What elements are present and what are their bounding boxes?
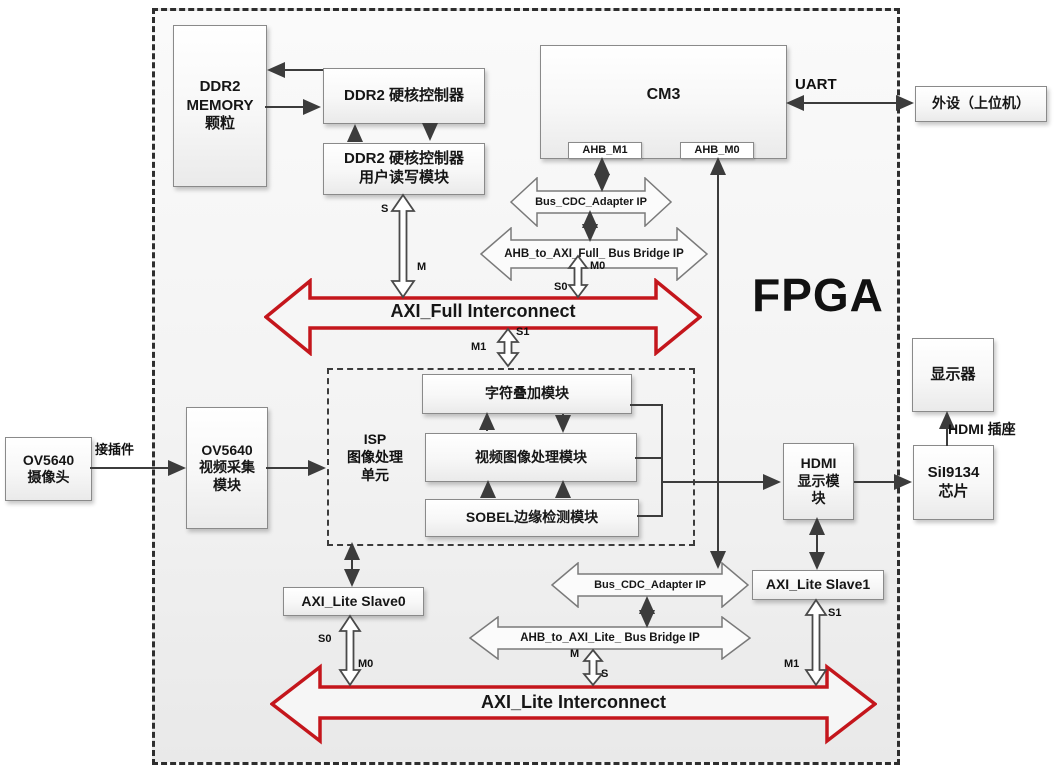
cm3-port-ahb-m1-label: AHB_M1 [582,143,628,156]
block-peripheral-host-label: 外设（上位机） [932,95,1030,112]
hdmi-socket-label: HDMI 插座 [948,421,1016,437]
block-axi-lite-slave0: AXI_Lite Slave0 [283,587,424,616]
block-sobel-edge: SOBEL边缘检测模块 [425,499,639,537]
block-ddr2-user-rw-line1: DDR2 硬核控制器 [343,150,464,168]
block-axi-lite-slave1: AXI_Lite Slave1 [752,570,884,600]
port-label-lite-m0: M0 [358,658,374,670]
port-label-full-s0: S0 [554,281,568,293]
shape-bus-cdc-adapter-bottom-label: Bus_CDC_Adapter IP [594,579,706,591]
block-axi-lite-slave1-label: AXI_Lite Slave1 [765,576,871,593]
axi-lite-interconnect-label: AXI_Lite Interconnect [480,691,667,712]
port-label-lite-s0: S0 [318,633,332,645]
port-label-full-s1: S1 [516,326,530,338]
double-arrow-outline [480,227,708,281]
block-ov5640-capture: OV5640 视频采集 模块 [186,407,268,529]
axi-lite-interconnect-arrow: AXI_Lite Interconnect [270,663,877,745]
red-double-arrow [270,663,877,745]
block-ddr2-controller-label: DDR2 硬核控制器 [343,86,464,104]
port-label-full-m0: M0 [590,260,606,272]
connector-label: 接插件 [95,442,135,457]
block-video-processing-label: 视频图像处理模块 [475,448,587,465]
block-sil9134-chip: SiI9134 芯片 [913,445,994,520]
block-sil9134-line2: 芯片 [938,482,969,500]
double-arrow-outline [551,562,749,608]
block-hdmi-display-line2: 显示模 [797,472,840,489]
block-ov5640-camera-line2: 摄像头 [27,469,70,485]
block-char-overlay: 字符叠加模块 [422,374,632,414]
port-label-full-s: S [381,203,389,215]
block-ddr2-memory-line1: DDR2 [199,77,241,95]
block-hdmi-display-line1: HDMI [800,455,837,472]
port-label-lite-m: M [570,648,580,660]
block-video-processing: 视频图像处理模块 [425,433,637,482]
isp-unit-line3: 单元 [361,467,389,484]
cm3-port-ahb-m1: AHB_M1 [568,142,642,159]
block-ddr2-memory: DDR2 MEMORY 颗粒 [173,25,267,187]
isp-unit-line2: 图像处理 [347,449,403,466]
block-ddr2-user-rw-line2: 用户读写模块 [358,169,449,186]
port-label-lite-s: S [601,668,609,680]
block-ov5640-capture-line3: 模块 [213,476,241,493]
shape-bus-cdc-adapter-top-label: Bus_CDC_Adapter IP [535,196,647,208]
shape-ahb-to-axi-lite-bridge-label: AHB_to_AXI_Lite_ Bus Bridge IP [520,632,700,644]
shape-bus-cdc-adapter-bottom: Bus_CDC_Adapter IP [551,562,749,608]
cm3-port-ahb-m0: AHB_M0 [680,142,754,159]
block-ov5640-camera-line1: OV5640 [22,451,75,468]
isp-unit-line1: ISP [363,431,387,447]
port-label-full-m: M [417,261,427,273]
block-ov5640-capture-line1: OV5640 [201,441,253,458]
block-monitor: 显示器 [912,338,994,412]
block-cm3: CM3 AHB_M1 AHB_M0 [540,45,787,159]
block-monitor-label: 显示器 [930,365,976,383]
block-ddr2-memory-line3: 颗粒 [204,115,235,133]
shape-ahb-to-axi-full-bridge-label: AHB_to_AXI_Full_ Bus Bridge IP [504,248,684,260]
block-peripheral-host: 外设（上位机） [915,86,1047,122]
double-arrow-outline [510,177,672,227]
port-label-lite-s1: S1 [828,607,842,619]
uart-label: UART [795,76,837,93]
port-label-lite-m1: M1 [784,658,800,670]
axi-full-interconnect-arrow: AXI_Full Interconnect [264,278,702,356]
block-ddr2-memory-line2: MEMORY [186,96,254,114]
isp-unit-label: ISP 图像处理 单元 [338,430,412,485]
block-ddr2-controller: DDR2 硬核控制器 [323,68,485,124]
block-sil9134-line1: SiI9134 [927,463,980,481]
fpga-title: FPGA [752,269,884,321]
isp-dashed-boundary [327,368,695,546]
block-cm3-label: CM3 [646,86,681,103]
block-axi-lite-slave0-label: AXI_Lite Slave0 [301,592,406,609]
cm3-port-ahb-m0-label: AHB_M0 [694,143,740,156]
block-sobel-edge-label: SOBEL边缘检测模块 [465,509,599,526]
block-ov5640-capture-line2: 视频采集 [199,459,255,476]
block-ov5640-camera: OV5640 摄像头 [5,437,92,501]
shape-bus-cdc-adapter-top: Bus_CDC_Adapter IP [510,177,672,227]
port-label-full-m1: M1 [471,341,487,353]
block-char-overlay-label: 字符叠加模块 [485,385,569,402]
double-arrow-outline [469,616,751,660]
shape-ahb-to-axi-full-bridge: AHB_to_AXI_Full_ Bus Bridge IP [480,227,708,281]
block-hdmi-display-module: HDMI 显示模 块 [783,443,854,520]
block-ddr2-user-rw: DDR2 硬核控制器 用户读写模块 [323,143,485,195]
shape-ahb-to-axi-lite-bridge: AHB_to_AXI_Lite_ Bus Bridge IP [469,616,751,660]
red-double-arrow [264,278,702,356]
axi-full-interconnect-label: AXI_Full Interconnect [390,300,576,321]
block-hdmi-display-line3: 块 [811,490,826,507]
